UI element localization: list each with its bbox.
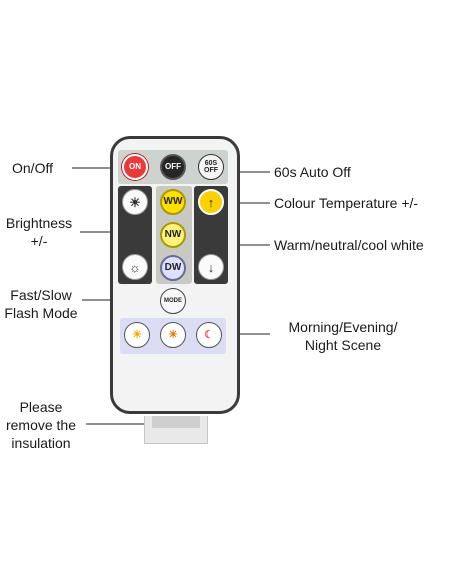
sun-up-icon: ☀ <box>129 194 141 210</box>
callout-brightness: Brightness +/- <box>0 214 78 250</box>
callout-flash-line1: Fast/Slow <box>10 287 72 303</box>
arrow-down-icon: ↓ <box>207 259 215 275</box>
off-button-label: OFF <box>165 162 181 171</box>
callout-colour-temp: Colour Temperature +/- <box>274 195 419 211</box>
arrow-up-icon: ↑ <box>207 194 215 210</box>
ww-label: WW <box>163 196 183 207</box>
callout-brightness-line1: Brightness <box>5 215 73 231</box>
brightness-up-button[interactable]: ☀ <box>122 189 148 215</box>
auto-off-label-top: 60S <box>204 160 218 167</box>
callout-brightness-line2: +/- <box>30 233 48 249</box>
sunrise-icon: ☀ <box>132 328 142 341</box>
brightness-down-button[interactable]: ☼ <box>122 254 148 280</box>
callout-insulation-line1: Please <box>19 399 63 415</box>
callout-scene: Morning/Evening/ Night Scene <box>270 318 416 354</box>
callout-flash-line2: Flash Mode <box>4 305 78 321</box>
warm-white-button[interactable]: WW <box>160 189 186 215</box>
callout-auto-off: 60s Auto Off <box>274 164 351 180</box>
off-button[interactable]: OFF <box>160 154 186 180</box>
mode-button[interactable]: MODE <box>160 288 186 314</box>
callout-white-modes: Warm/neutral/cool white <box>274 237 424 253</box>
nw-label: NW <box>164 229 182 240</box>
neutral-white-button[interactable]: NW <box>160 222 186 248</box>
night-scene-button[interactable]: ☾ <box>196 322 222 348</box>
callout-on-off: On/Off <box>12 160 53 176</box>
mode-label: MODE <box>164 298 182 304</box>
morning-scene-button[interactable]: ☀ <box>124 322 150 348</box>
callout-flash: Fast/Slow Flash Mode <box>0 286 82 322</box>
cool-white-button[interactable]: DW <box>160 255 186 281</box>
on-button[interactable]: ON <box>122 154 148 180</box>
colour-temp-down-button[interactable]: ↓ <box>198 254 224 280</box>
callout-insulation: Please remove the insulation <box>0 398 82 452</box>
on-button-label: ON <box>129 162 141 171</box>
colour-temp-up-button[interactable]: ↑ <box>198 189 224 215</box>
callout-scene-line1: Morning/Evening/ <box>288 319 398 335</box>
callout-scene-line2: Night Scene <box>304 337 382 353</box>
moon-icon: ☾ <box>204 328 214 341</box>
callout-insulation-line2: remove the <box>5 417 77 433</box>
sun-down-icon: ☼ <box>129 259 141 275</box>
evening-scene-button[interactable]: ☀ <box>160 322 186 348</box>
insulation-tab-shadow <box>152 416 200 428</box>
dw-label: DW <box>164 262 182 273</box>
callout-insulation-line3: insulation <box>11 435 71 451</box>
sunset-icon: ☀ <box>168 328 178 341</box>
auto-off-button[interactable]: 60S OFF <box>198 154 224 180</box>
auto-off-label-bottom: OFF <box>204 167 218 174</box>
